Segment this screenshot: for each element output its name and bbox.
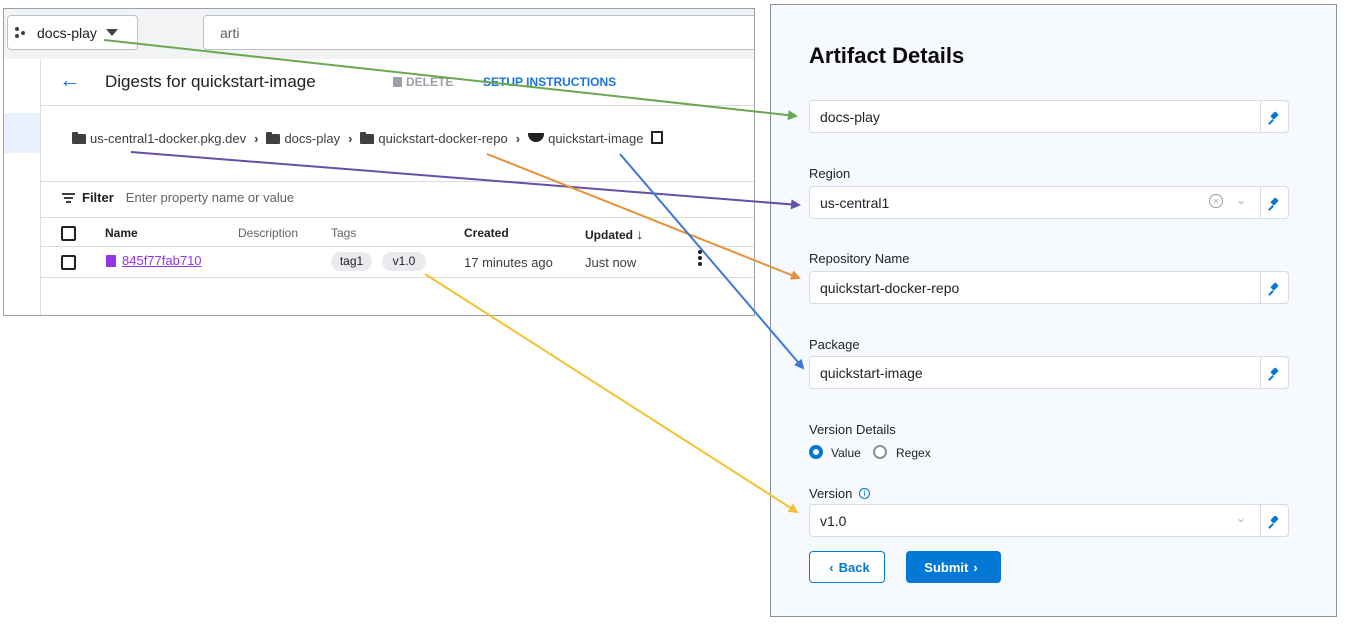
delete-button[interactable]: DELETE [393,75,453,89]
folder-icon [72,131,86,144]
breadcrumb-image: quickstart-image [548,131,644,146]
filter-label: Filter [82,190,114,205]
version-label-text: Version [809,486,853,501]
left-rail [4,59,41,315]
digest-link[interactable]: 845f77fab710 [106,253,202,268]
breadcrumb-separator: › [515,131,521,146]
breadcrumb-separator: › [348,131,353,146]
breadcrumb: us-central1-docker.pkg.dev › docs-play ›… [72,131,664,146]
radio-value-label: Value [831,446,861,460]
version-select[interactable]: v1.0 ⌄ [809,504,1289,537]
search-value: arti [220,24,240,41]
radio-value[interactable] [809,445,823,459]
divider [41,181,754,182]
filter-input[interactable]: Enter property name or value [125,190,295,205]
column-header-description: Description [238,226,299,240]
package-field[interactable]: quickstart-image [809,356,1289,389]
column-header-updated[interactable]: Updated ↓ [585,226,643,242]
project-field-value: docs-play [820,109,880,125]
submit-label: Submit [924,559,969,575]
pin-icon[interactable] [1260,187,1288,218]
page-title: Digests for quickstart-image [105,72,316,91]
project-field[interactable]: docs-play [809,100,1289,133]
document-icon [106,254,116,267]
divider [41,277,754,278]
digest-name: 845f77fab710 [122,253,202,268]
trash-icon [393,77,402,87]
radio-regex[interactable] [873,445,887,459]
page-header: ← Digests for quickstart-image DELETE SE… [41,59,754,106]
pin-icon[interactable] [1260,272,1288,303]
panel-title: Artifact Details [809,43,965,68]
breadcrumb-separator: › [254,131,259,146]
version-label: Version [809,486,852,501]
caret-down-icon [105,29,118,36]
pin-icon[interactable] [1260,505,1288,536]
copy-icon[interactable] [651,131,664,144]
sort-down-arrow-icon: ↓ [636,226,644,242]
delete-label: DELETE [406,75,454,89]
docker-icon [528,133,545,142]
breadcrumb-project[interactable]: docs-play [284,131,341,146]
version-value: v1.0 [820,513,847,529]
repository-name-field[interactable]: quickstart-docker-repo [809,271,1289,304]
folder-icon [360,131,375,144]
region-select[interactable]: us-central1 × ⌄ [809,186,1289,219]
breadcrumb-host[interactable]: us-central1-docker.pkg.dev [90,131,247,146]
repository-name-value: quickstart-docker-repo [820,280,960,296]
package-value: quickstart-image [820,365,923,381]
region-label: Region [809,166,851,181]
repository-name-label: Repository Name [809,251,910,266]
column-header-name: Name [105,226,138,240]
region-value: us-central1 [820,195,890,211]
search-input[interactable]: arti [203,15,754,50]
radio-regex-label: Regex [896,446,931,460]
back-label: Back [838,559,870,575]
filter-bar[interactable]: Filter Enter property name or value [62,190,294,205]
column-header-tags: Tags [331,226,357,240]
column-header-created[interactable]: Created [464,226,509,240]
tag-chip: v1.0 [382,252,426,271]
kebab-icon[interactable] [698,250,702,268]
chevron-down-icon[interactable]: ⌄ [1235,511,1246,525]
gcp-artifact-registry-panel: docs-play arti ← Digests for quickstart-… [3,8,755,316]
divider [41,217,754,218]
row-checkbox[interactable] [61,255,76,270]
chevron-right-icon: › [973,559,978,575]
project-dots-icon [15,26,29,40]
chevron-left-icon: ‹ [829,559,834,575]
submit-button[interactable]: Submit› [906,551,1001,583]
breadcrumb-repo[interactable]: quickstart-docker-repo [378,131,508,146]
back-arrow-icon[interactable]: ← [59,67,81,92]
select-all-checkbox[interactable] [61,226,76,241]
version-details-label: Version Details [809,422,896,437]
project-name: docs-play [37,24,97,41]
setup-instructions-button[interactable]: SETUP INSTRUCTIONS [483,75,617,89]
project-selector[interactable]: docs-play [7,15,138,50]
artifact-details-panel: Artifact Details docs-play Region us-cen… [770,4,1337,617]
chevron-down-icon[interactable]: ⌄ [1235,193,1246,207]
clear-icon[interactable]: × [1209,194,1223,208]
back-button[interactable]: ‹Back [809,551,885,583]
pin-icon[interactable] [1260,357,1288,388]
updated-header-label: Updated [585,228,633,242]
left-rail-selected-item[interactable] [4,113,40,153]
created-cell: 17 minutes ago [464,255,553,270]
filter-icon [62,191,75,205]
folder-icon [266,131,281,144]
info-icon[interactable]: i [859,488,870,499]
pin-icon[interactable] [1260,101,1288,132]
package-label: Package [809,337,860,352]
updated-cell: Just now [585,255,637,270]
divider [41,246,754,247]
tag-chip: tag1 [331,252,372,271]
